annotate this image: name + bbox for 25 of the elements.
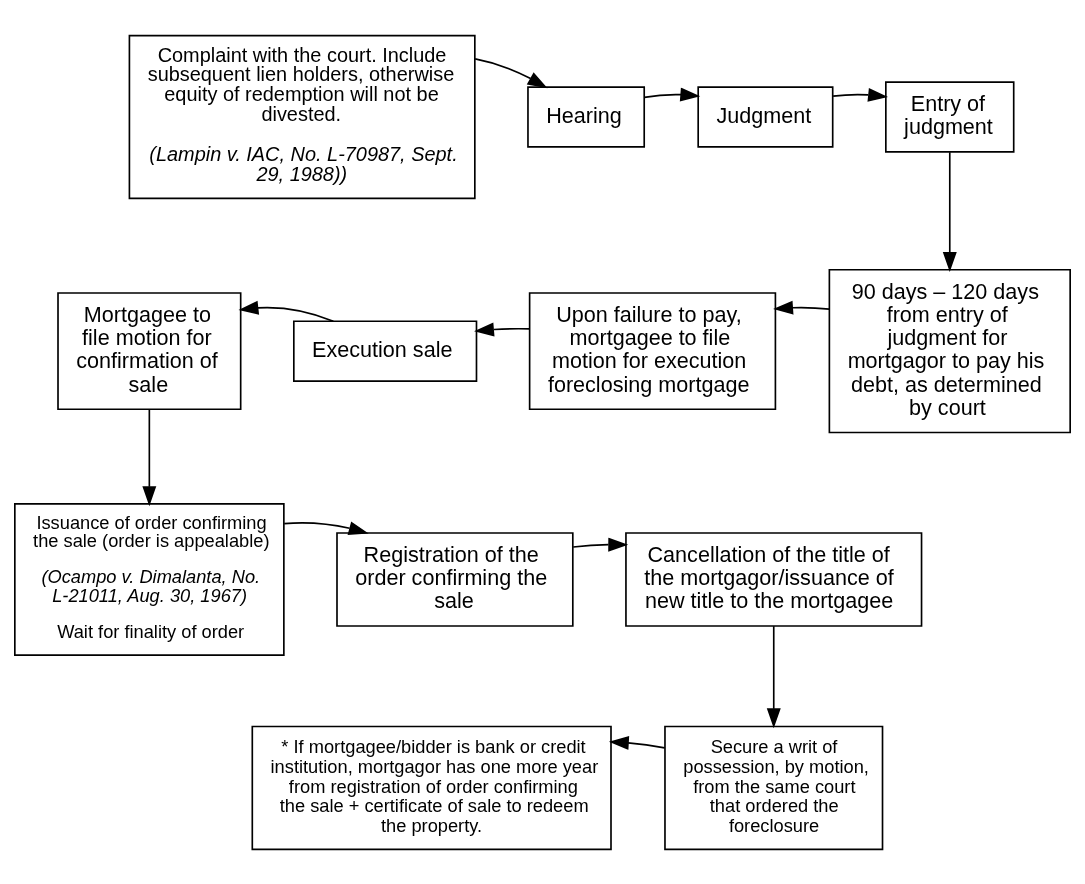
node-box: 90 days – 120 days from entry of judgment for mortgagor to pay his debt, as determined by court [828, 268, 1071, 433]
arrow [832, 87, 888, 102]
node-box: Mortgagee to file motion for confirmation of sale [57, 291, 242, 410]
node-box: Upon failure to pay, mortgagee to file motion for execution foreclosing mortgage [528, 291, 777, 410]
node-box: Cancellation of the title of the mortgagor/issuance of new title to the mortgagee [625, 531, 923, 627]
node-box: Registration of the order confirming the sale [336, 531, 574, 627]
node-box: Judgment [697, 85, 834, 148]
node-box: Entry of judgment [885, 80, 1015, 153]
arrow [474, 322, 531, 336]
arrow [773, 300, 831, 315]
arrow [942, 150, 957, 272]
arrow [474, 57, 548, 88]
arrow [643, 87, 701, 102]
arrow [142, 408, 157, 506]
arrow [766, 624, 781, 728]
arrow [608, 735, 666, 750]
node-box: Complaint with the court. Include subsequent lien holders, otherwise equity of redemption will not be divested. (Lampin v. IAC, No. L-70987, Sept. 29, 1988)) [128, 34, 476, 199]
arrow [572, 537, 629, 552]
node-box: Hearing [527, 85, 646, 148]
arrow [283, 521, 369, 535]
arrow [238, 300, 335, 322]
node-box: Secure a writ of possession, by motion, from the same court that ordered the foreclosure [664, 725, 884, 850]
node-box: * If mortgagee/bidder is bank or credit institution, mortgagor has one more year from registration of order confirming the sale + certificate of sale to redeem the property. [251, 725, 612, 850]
node-box: Execution sale [293, 319, 478, 382]
node-box: Issuance of order confirming the sale (order is appealable) (Ocampo v. Dimalanta, No. L-21011, Aug. 30, 1967) Wait for finality of order [14, 502, 285, 656]
